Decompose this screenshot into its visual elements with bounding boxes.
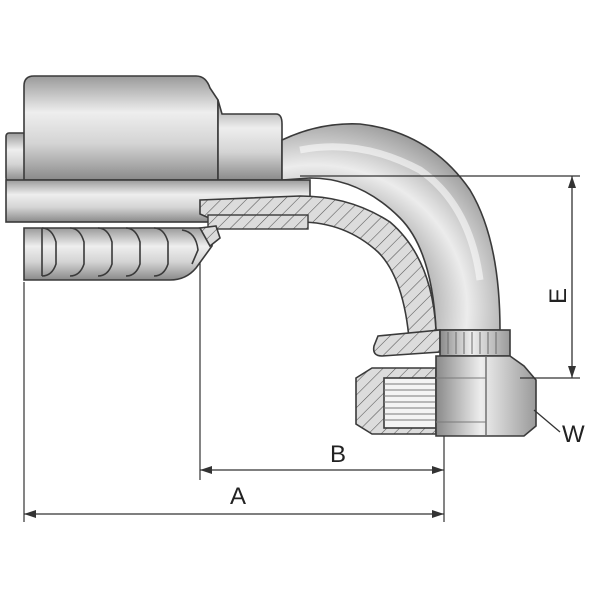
- dimension-a: [24, 510, 444, 518]
- dimension-e: [568, 176, 576, 378]
- elbow-tube: [281, 123, 501, 331]
- hose-barbs: [23, 225, 221, 281]
- dimension-e-label: E: [545, 288, 572, 304]
- extension-lines: [23, 175, 580, 522]
- dimension-w-label: W: [562, 421, 585, 448]
- dimension-b: [200, 466, 444, 474]
- dimension-w-leader: [533, 409, 561, 433]
- nut-collar: [372, 329, 511, 357]
- hex-nut: [355, 355, 537, 437]
- dimension-b-label: B: [330, 441, 346, 468]
- ferrule: [5, 75, 283, 182]
- dimension-a-label: A: [230, 483, 246, 510]
